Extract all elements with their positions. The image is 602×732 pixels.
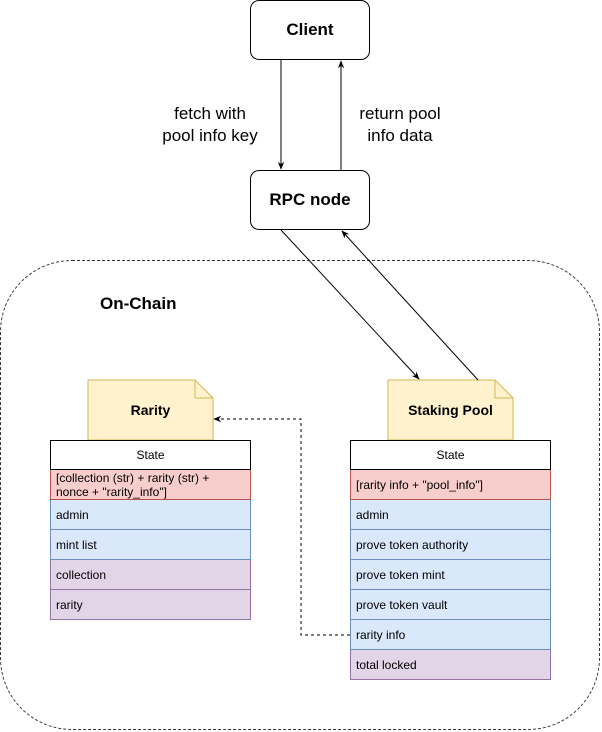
- fetch-edge-label: fetch with pool info key: [150, 103, 270, 147]
- fetch-label-line-1: fetch with: [174, 104, 246, 123]
- client-node: Client: [250, 0, 370, 60]
- rpc-to-staking-arrow: [280, 229, 420, 380]
- table-row: total locked: [350, 650, 551, 680]
- return-edge-label: return pool info data: [340, 103, 460, 147]
- table-header: State: [350, 440, 551, 470]
- client-label: Client: [286, 20, 334, 39]
- on-chain-label: On-Chain: [100, 294, 177, 313]
- table-row: admin: [50, 500, 251, 530]
- pda-seed-row: [rarity info + "pool_info"]: [350, 470, 551, 500]
- table-row: rarity info: [350, 620, 551, 650]
- staking-to-rpc-arrow: [341, 230, 479, 381]
- table-row: prove token authority: [350, 530, 551, 560]
- table-row: mint list: [50, 530, 251, 560]
- rarity-state-table: State [collection (str) + rarity (str) +…: [50, 440, 251, 620]
- staking-pool-note: [387, 379, 514, 441]
- rarity-note: [87, 379, 214, 441]
- staking-pool-state-table: State [rarity info + "pool_info"] admin …: [350, 440, 551, 680]
- rarity-info-reference-arrow: [213, 415, 350, 636]
- fetch-label-line-2: pool info key: [162, 126, 258, 145]
- table-row: collection: [50, 560, 251, 590]
- rarity-title: Rarity: [130, 402, 171, 418]
- table-row: admin: [350, 500, 551, 530]
- table-row: rarity: [50, 590, 251, 620]
- on-chain-region: [0, 260, 600, 730]
- return-label-line-2: info data: [367, 126, 433, 145]
- rpc-node: RPC node: [250, 170, 370, 230]
- table-row: prove token mint: [350, 560, 551, 590]
- table-header: State: [50, 440, 251, 470]
- staking-pool-title: Staking Pool: [408, 402, 493, 418]
- pda-seed-row: [collection (str) + rarity (str) + nonce…: [50, 470, 251, 500]
- return-label-line-1: return pool: [359, 104, 441, 123]
- table-row: prove token vault: [350, 590, 551, 620]
- rpc-node-label: RPC node: [269, 190, 351, 209]
